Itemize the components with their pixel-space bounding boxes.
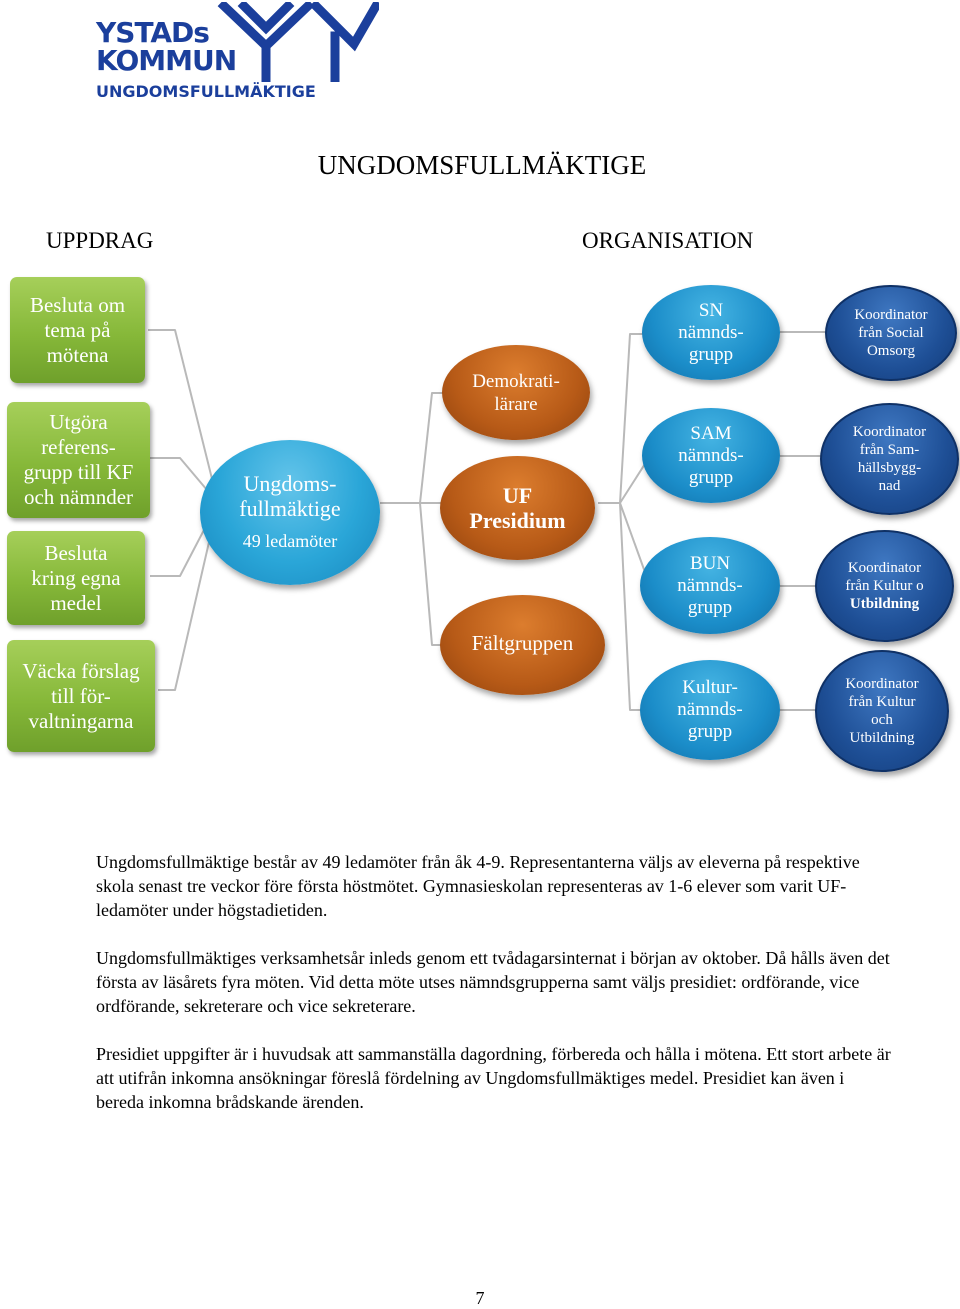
sn-group-line-1: SN [698,299,724,321]
koordinator-kultur-utbildning-oval-1: Koordinator från Kultur o Utbildning [815,530,954,642]
demokratilarare-oval: Demokrati- lärare [442,345,590,440]
koord-1-line-2: från Social [858,325,924,341]
bun-group-line-2: nämnds- [677,574,743,596]
sam-namndsgrupp-oval: SAM nämnds- grupp [642,408,780,503]
koord-1-line-1: Koordinator [854,307,928,323]
paragraph-presidium-text: Presidiet uppgifter är i huvudsak att sa… [96,1044,891,1112]
logo-word-kommun: KOMMUN [96,44,237,77]
koord-4-line-1: Koordinator [845,676,919,692]
heading-uppdrag: UPPDRAG [46,228,154,253]
demokratilarare-line-1: Demokrati- [472,370,560,392]
koordinator-kultur-utbildning-oval-2: Koordinator från Kultur och Utbildning [815,650,949,772]
kultur-group-line-2: nämnds- [677,699,743,720]
logo-subtitle: UNGDOMSFULLMÄKTIGE [96,82,316,101]
heading-organisation: ORGANISATION [582,228,754,253]
demokratilarare-line-2: lärare [494,393,538,415]
uppdrag-box-2-line-2: referens- [41,435,116,459]
bun-group-line-1: BUN [689,552,731,574]
uf-presidium-oval: UF Presidium [440,456,595,560]
uppdrag-box-1-line-3: mötena [46,342,109,367]
logo-word-ystads: YSTADs [96,16,210,49]
paragraph-activity-year-text: Ungdomsfullmäktiges verksamhetsår inleds… [96,948,890,1016]
center-title-line-2: fullmäktige [239,496,341,521]
koord-2-line-3: hällsbygg- [857,460,922,476]
faltgruppen-oval: Fältgruppen [440,595,605,695]
uppdrag-box-2-line-3: grupp till KF [23,460,134,484]
koordinator-social-omsorg-oval: Koordinator från Social Omsorg [825,285,957,381]
uppdrag-box-3-line-3: medel [50,590,102,615]
koord-3-line-3: Utbildning [849,596,920,612]
kultur-group-line-3: grupp [687,721,733,742]
bun-group-line-3: grupp [687,596,733,618]
sn-group-line-3: grupp [688,343,734,365]
uppdrag-box-4-line-2: till för- [51,683,111,708]
uppdrag-box-3-line-1: Besluta [44,540,108,565]
logo-trident-mark [217,2,379,82]
center-title-line-1: Ungdoms- [243,471,337,496]
koordinator-samhallsbyggnad-oval: Koordinator från Sam- hällsbygg- nad [820,403,959,515]
koord-4-line-4: Utbildning [849,730,915,746]
uf-presidium-line-2: Presidium [469,508,566,533]
uppdrag-box-3-line-2: kring egna [31,565,121,590]
kultur-group-line-1: Kultur- [682,677,738,698]
bun-namndsgrupp-oval: BUN nämnds- grupp [640,537,780,634]
ungdomsfullmaktige-oval: Ungdoms- fullmäktige 49 ledamöter [200,440,380,585]
uppdrag-box-1-line-1: Besluta om [29,292,126,317]
page-title-text: UNGDOMSFULLMÄKTIGE [317,150,647,180]
koord-3-line-2: från Kultur o [845,578,924,594]
center-member-count: 49 ledamöter [242,531,338,551]
koord-1-line-3: Omsorg [866,343,916,359]
org-connector-lines [148,327,828,713]
sam-group-line-3: grupp [688,466,734,488]
koord-2-line-4: nad [878,478,901,494]
sam-group-line-1: SAM [690,422,732,444]
uppdrag-box-2-line-1: Utgöra [49,410,108,434]
page-number: 7 [475,1288,485,1308]
kultur-namndsgrupp-oval: Kultur- nämnds- grupp [640,660,780,760]
koord-4-line-2: från Kultur [848,694,916,710]
paragraph-membership-text: Ungdomsfullmäktige består av 49 ledamöte… [96,852,860,920]
uppdrag-box-2-line-4: och nämnder [23,485,134,509]
paragraph-membership: Ungdomsfullmäktige består av 49 ledamöte… [96,850,896,922]
uppdrag-box-4-line-3: valtningarna [28,708,134,733]
uf-presidium-line-1: UF [502,483,533,508]
koord-3-line-1: Koordinator [847,560,922,576]
sn-group-line-2: nämnds- [678,321,744,343]
faltgruppen-label: Fältgruppen [471,630,574,655]
page-title: UNGDOMSFULLMÄKTIGE [0,150,880,181]
sam-group-line-2: nämnds- [678,444,744,466]
ystad-kommun-logo: YSTADs KOMMUN UNGDOMSFULLMÄKTIGE [96,2,379,102]
sn-namndsgrupp-oval: SN nämnds- grupp [642,285,780,380]
koord-4-line-3: och [871,712,893,728]
uppdrag-box-1-line-2: tema på [44,317,111,342]
koord-2-line-2: från Sam- [859,442,920,458]
paragraph-presidium: Presidiet uppgifter är i huvudsak att sa… [96,1042,896,1114]
koord-2-line-1: Koordinator [852,424,927,440]
paragraph-activity-year: Ungdomsfullmäktiges verksamhetsår inleds… [96,946,896,1018]
uppdrag-box-4-line-1: Väcka förslag [22,658,140,683]
